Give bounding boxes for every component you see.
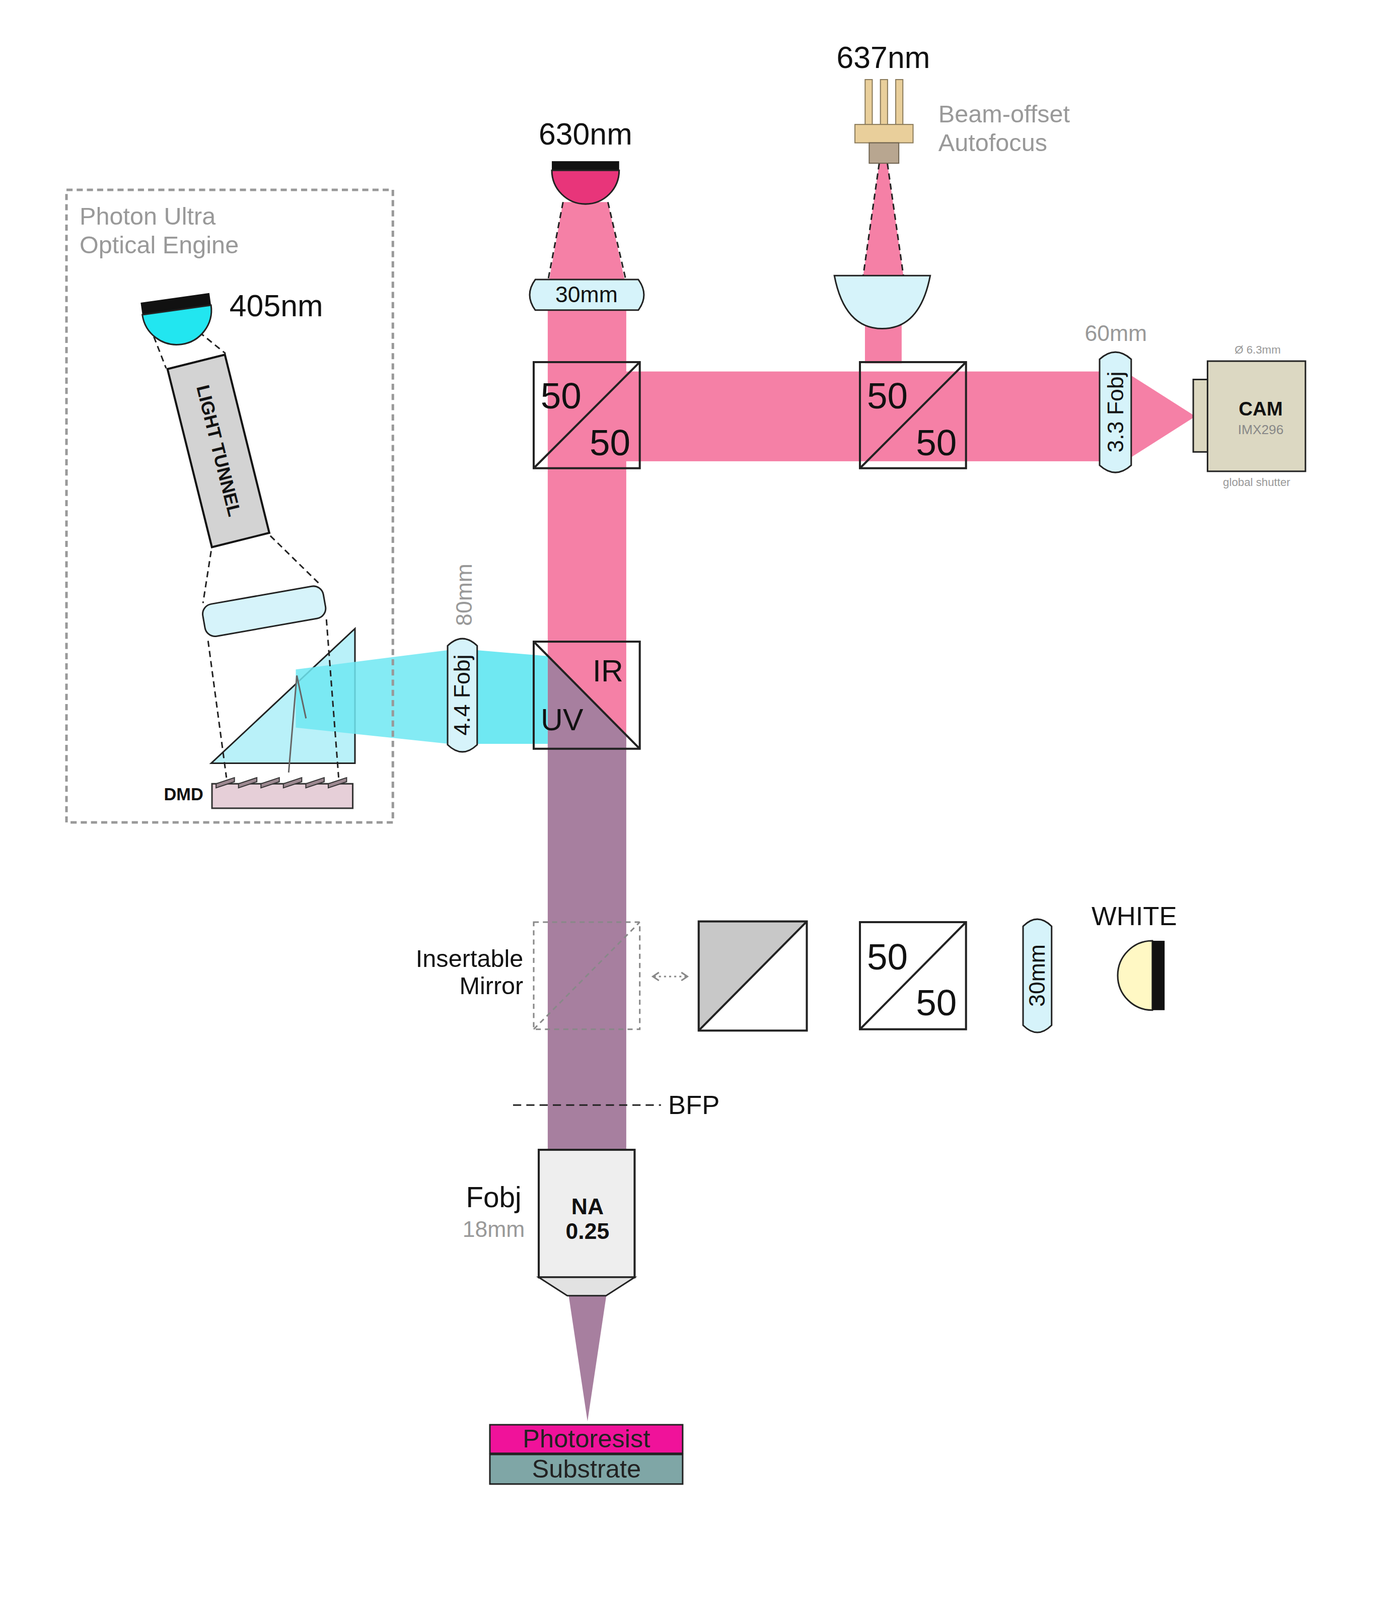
wavelength-label: 637nm [836, 40, 931, 77]
objective: Fobj18mmNA 0.25 [536, 1147, 637, 1298]
photoresist-layer: Photoresist [489, 1423, 684, 1454]
focal-length: 18mm [462, 1216, 526, 1243]
laser-source: 405nm [138, 289, 215, 347]
substrate-layer: Substrate [489, 1453, 684, 1485]
plane-label: BFP [668, 1089, 720, 1121]
beamsplitter-cube: 5050 [858, 360, 968, 470]
laser-diode-outline [852, 79, 916, 166]
led-source-outline [549, 159, 622, 213]
uv-beam [475, 649, 548, 744]
slide-arrowhead [653, 972, 660, 981]
mirror-diagonal [698, 921, 808, 1031]
autofocus-cone [862, 163, 904, 278]
uv-beam [296, 649, 450, 744]
engine-housing: Photon Ultra Optical Engine 405nmLIGHT TU… [65, 188, 394, 824]
focal-length: 30mm [1024, 944, 1051, 1007]
part-label: Fobj [465, 1181, 522, 1214]
illumination-cone [547, 201, 627, 288]
laser-source-outline [138, 289, 215, 347]
light-tunnel: LIGHT TUNNEL [166, 353, 271, 549]
sensor-model: IMX296 [1238, 421, 1284, 438]
laser-diode: 637nmBeam-offset Autofocus [852, 79, 916, 166]
split-ratio: 50 [915, 421, 957, 464]
band-label: IR [592, 653, 624, 689]
lens-label: 3.3 Fobj [1103, 371, 1129, 453]
prism-ray [288, 675, 306, 772]
function-label: Beam-offset Autofocus [938, 100, 1092, 158]
sensor-size: Ø 6.3mm [1234, 343, 1281, 357]
split-ratio: 50 [589, 421, 631, 464]
beam-edge [270, 535, 320, 584]
dmd-chip: DMD [209, 773, 355, 811]
beam-edge [202, 550, 211, 603]
layer-label: Substrate [532, 1454, 642, 1484]
wavelength-label: 630nm [538, 116, 633, 153]
beamsplitter-cube: 5050 [858, 920, 968, 1031]
white-led: WHITE [1117, 938, 1169, 1012]
wavelength-label: 405nm [229, 288, 324, 324]
camera-cone [1128, 373, 1196, 460]
split-ratio: 50 [866, 374, 908, 417]
focal-length: 30mm [555, 281, 618, 308]
focal-length: 60mm [1084, 320, 1147, 347]
housing-label: Photon Ultra Optical Engine [79, 201, 284, 259]
dichroic-cube: IRUV [532, 640, 641, 750]
beamsplitter-cube: 5050 [532, 360, 641, 470]
beam-edge [607, 201, 626, 282]
mirror-fill [698, 921, 808, 1031]
camera-label: CAM [1238, 397, 1283, 420]
plano-convex-lens [834, 275, 930, 329]
mirror-cube [698, 921, 808, 1031]
led-source: 630nm [549, 159, 622, 213]
insertable-mirror: Insertable Mirror [532, 920, 641, 1031]
split-ratio: 50 [540, 374, 582, 417]
tube-lens: 60mm3.3 Fobj [1098, 348, 1133, 476]
numerical-aperture: NA 0.25 [556, 1194, 619, 1244]
layer-label: Photoresist [522, 1423, 650, 1453]
band-label: UV [540, 702, 584, 738]
beam-edge [547, 201, 563, 282]
condenser-lens [200, 584, 328, 638]
part-label: DMD [163, 784, 203, 805]
split-ratio: 50 [915, 981, 957, 1025]
slide-arrow [654, 975, 687, 977]
focal-length: 80mm [451, 563, 477, 626]
shutter-note: global shutter [1222, 475, 1291, 489]
red-beam-horizontal [624, 371, 1104, 462]
lens: 30mm [1022, 915, 1053, 1036]
slide-arrowhead [681, 972, 688, 981]
lens: 30mm [527, 278, 647, 312]
insertable-mirror-outline [532, 920, 641, 1031]
white-led-outline [1117, 938, 1169, 1012]
focus-cone [567, 1291, 607, 1421]
beam-edge [862, 163, 880, 278]
source-label: WHITE [1091, 900, 1178, 932]
camera-body: Ø 6.3mmCAMIMX296global shutter [1191, 358, 1308, 474]
bfp-line [513, 1104, 662, 1106]
dmd-chip-outline [209, 773, 355, 811]
part-label: Insertable Mirror [385, 944, 524, 1000]
beam-edge [887, 163, 904, 278]
split-ratio: 50 [866, 935, 908, 978]
projection-lens: 80mm4.4 Fobj [446, 635, 479, 755]
beam-edge [326, 619, 339, 778]
lens-label: 4.4 Fobj [449, 654, 475, 736]
beam-edge [207, 640, 227, 777]
